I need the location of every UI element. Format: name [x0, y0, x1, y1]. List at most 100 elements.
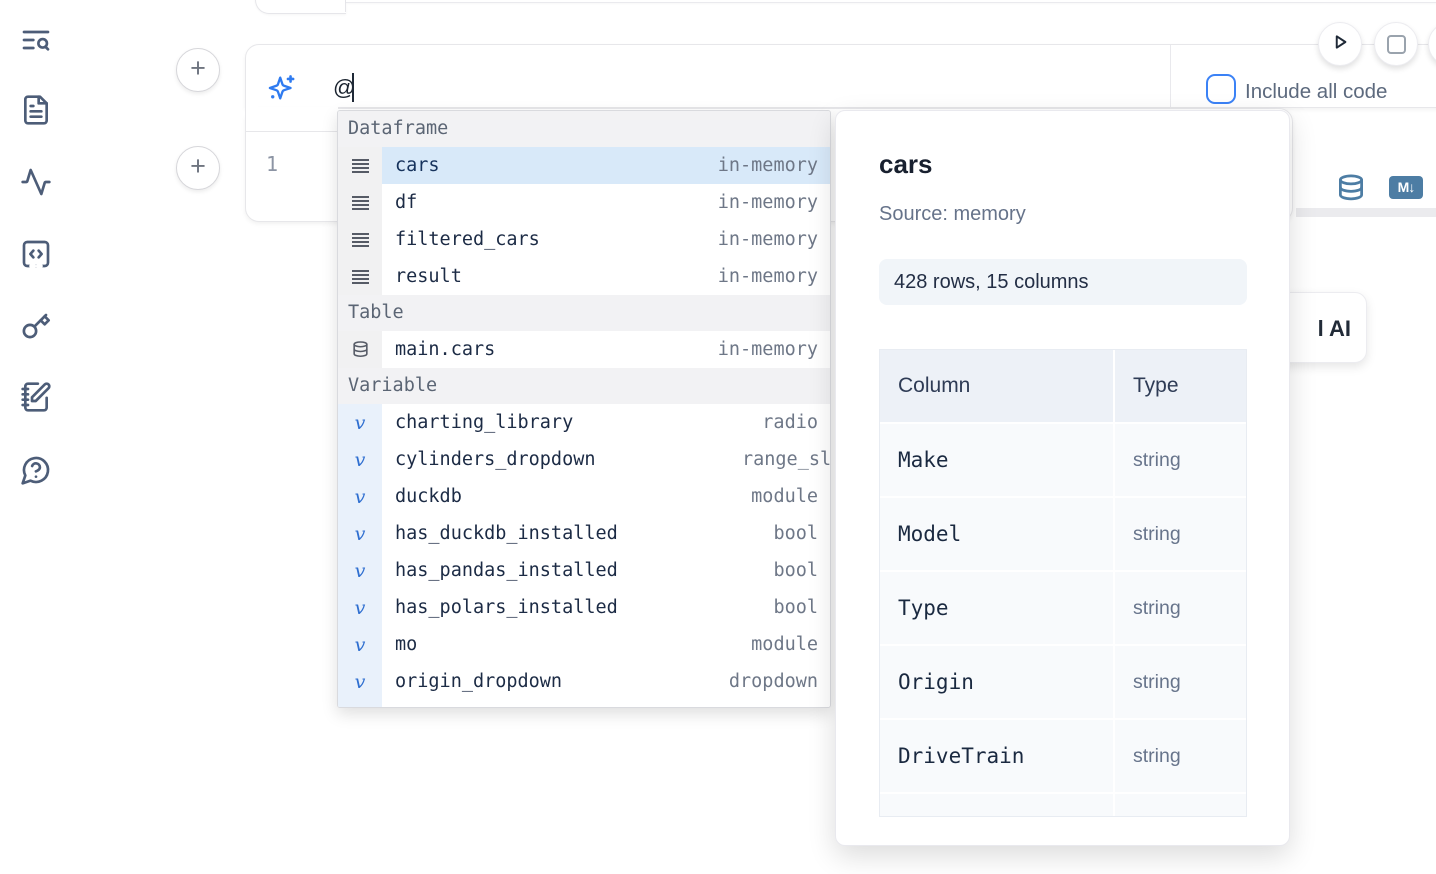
- variable-icon: v: [338, 700, 382, 707]
- file-text-icon: [20, 95, 52, 130]
- autocomplete-item-type: in-memory: [717, 266, 818, 287]
- variable-icon: v: [338, 626, 382, 663]
- dataframe-preview-panel: cars Source: memory 428 rows, 15 columns…: [835, 110, 1290, 846]
- notebook-pen-icon: [20, 382, 52, 417]
- variable-icon: v: [338, 663, 382, 700]
- variable-icon: v: [338, 552, 382, 589]
- autocomplete-item-has_duckdb_installed[interactable]: v has_duckdb_installed bool: [338, 515, 830, 552]
- autocomplete-section-header: Dataframe: [338, 111, 830, 147]
- variable-icon: v: [338, 404, 382, 441]
- text-search-icon: [20, 30, 52, 60]
- autocomplete-item-type: bool: [773, 523, 818, 544]
- console-strip: [1296, 208, 1436, 217]
- ai-prompt-input[interactable]: @: [333, 75, 356, 100]
- sidebar-item-key[interactable]: [20, 309, 52, 341]
- include-all-code-checkbox[interactable]: [1206, 74, 1236, 104]
- panel-title: cars: [879, 149, 933, 179]
- shape-badge: 428 rows, 15 columns: [879, 259, 1247, 305]
- autocomplete-item-name: origin_dropdown: [395, 671, 563, 692]
- autocomplete-item-df[interactable]: df in-memory: [338, 184, 830, 221]
- autocomplete-section-header: Variable: [338, 368, 830, 404]
- sidebar-item-help-circle[interactable]: [20, 454, 52, 486]
- add-cell-button-top[interactable]: +: [176, 48, 220, 92]
- previous-cell-console-fragment: [346, 0, 1436, 3]
- autocomplete-item-type: in-memory: [717, 192, 818, 213]
- column-name-cell: Make: [880, 424, 1113, 496]
- text-cursor: [352, 73, 354, 102]
- autocomplete-item-name: has_pandas_installed: [395, 560, 618, 581]
- autocomplete-item-type: bool: [773, 597, 818, 618]
- sidebar-item-file-text[interactable]: [20, 94, 52, 126]
- autocomplete-dropdown: Dataframe cars in-memory df in-memory filtere…: [337, 110, 831, 708]
- column-header: Column: [880, 350, 1113, 422]
- variable-icon: v: [338, 589, 382, 626]
- autocomplete-item-pd[interactable]: vpdmodule: [338, 700, 830, 707]
- ai-prompt-card[interactable]: [245, 44, 1436, 108]
- markdown-export-icon[interactable]: M↓: [1389, 176, 1423, 199]
- dataframe-icon: [338, 184, 382, 221]
- ai-card-divider: [1170, 45, 1171, 107]
- autocomplete-section-header: Table: [338, 295, 830, 331]
- autocomplete-item-has_pandas_installed[interactable]: v has_pandas_installed bool: [338, 552, 830, 589]
- autocomplete-item-cars[interactable]: cars in-memory: [338, 147, 830, 184]
- help-circle-icon: [20, 456, 52, 490]
- autocomplete-item-name: has_duckdb_installed: [395, 523, 618, 544]
- column-name-cell: Type: [880, 572, 1113, 644]
- sidebar-item-text-search[interactable]: [20, 24, 52, 56]
- database-icon[interactable]: [1336, 171, 1366, 205]
- stop-icon: [1386, 34, 1406, 54]
- sparkles-icon: [266, 73, 297, 104]
- autocomplete-item-name: has_polars_installed: [395, 597, 618, 618]
- play-icon: [1327, 29, 1353, 60]
- autocomplete-item-type: module: [751, 634, 818, 655]
- schema-table-partial-row: [880, 792, 1246, 816]
- include-all-code-label: Include all code: [1245, 80, 1388, 103]
- autocomplete-item-type: module: [751, 486, 818, 507]
- database-icon: [338, 331, 382, 368]
- sidebar-item-code-square[interactable]: [20, 238, 52, 270]
- autocomplete-item-name: result: [395, 266, 462, 287]
- add-cell-button-bottom[interactable]: +: [176, 146, 220, 190]
- autocomplete-item-name: cars: [395, 155, 440, 176]
- autocomplete-item-result[interactable]: result in-memory: [338, 258, 830, 295]
- column-name-cell: Origin: [880, 646, 1113, 718]
- autocomplete-item-type: in-memory: [717, 155, 818, 176]
- activity-icon: [20, 168, 52, 202]
- autocomplete-item-type: radio: [762, 412, 818, 433]
- autocomplete-item-name: cylinders_dropdown: [395, 449, 596, 470]
- editor-top-border: [245, 131, 338, 132]
- stop-cell-button[interactable]: [1374, 22, 1418, 66]
- variable-icon: v: [338, 515, 382, 552]
- dataframe-icon: [338, 258, 382, 295]
- panel-source: Source: memory: [879, 203, 1026, 225]
- autocomplete-item-name: filtered_cars: [395, 229, 540, 250]
- run-cell-button[interactable]: [1318, 22, 1362, 66]
- column-name-cell: DriveTrain: [880, 720, 1113, 792]
- autocomplete-item-name: mo: [395, 634, 418, 655]
- key-icon: [20, 313, 52, 345]
- autocomplete-item-name: duckdb: [395, 486, 462, 507]
- cell-card-left-edge: [245, 107, 338, 132]
- line-number: 1: [266, 152, 279, 176]
- autocomplete-item-has_polars_installed[interactable]: v has_polars_installed bool: [338, 589, 830, 626]
- column-name-cell: Model: [880, 498, 1113, 570]
- sidebar-item-activity[interactable]: [20, 166, 52, 198]
- column-type-cell: string: [1113, 646, 1246, 718]
- autocomplete-item-name: df: [395, 192, 418, 213]
- autocomplete-item-type: bool: [773, 560, 818, 581]
- autocomplete-item-name: main.cars: [395, 339, 496, 360]
- sidebar-item-notebook-pen[interactable]: [20, 381, 52, 413]
